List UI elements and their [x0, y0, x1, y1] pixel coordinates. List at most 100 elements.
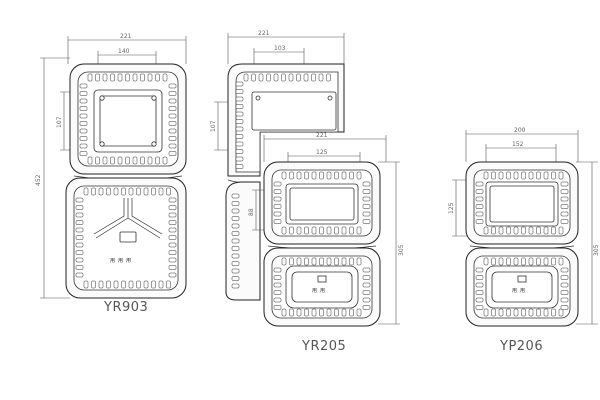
- container-rib: [362, 305, 371, 310]
- yr205-height-dimension: 305: [378, 161, 405, 325]
- yr903-compartment-divider-edge: [93, 198, 163, 235]
- container-rib: [475, 189, 484, 194]
- container-rib: [79, 91, 88, 96]
- yp206-base-ribs: [475, 257, 569, 317]
- container-rib: [560, 219, 569, 224]
- container-rib: [273, 305, 282, 310]
- container-rib: [231, 193, 240, 199]
- container-rib: [151, 187, 156, 196]
- container-rib: [231, 216, 240, 221]
- container-rib: [168, 106, 177, 111]
- container-rib: [162, 73, 168, 82]
- container-rib: [231, 223, 240, 229]
- container-rib: [79, 143, 88, 149]
- container-rib: [231, 208, 240, 214]
- container-rib: [356, 171, 362, 180]
- container-rib: [235, 119, 244, 124]
- container-rib: [79, 113, 88, 119]
- container-rib: [498, 257, 504, 266]
- yp206-model-label: YP206: [499, 339, 543, 354]
- container-rib: [349, 171, 354, 180]
- yp206-width-value: 200: [514, 127, 526, 134]
- partial-lid-post: [255, 95, 261, 101]
- container-rib: [311, 171, 317, 180]
- container-rib: [551, 226, 556, 235]
- container-rib: [341, 226, 347, 235]
- container-rib: [303, 73, 309, 82]
- container-rib: [251, 73, 256, 82]
- container-rib: [506, 226, 511, 235]
- container-rib: [491, 308, 496, 317]
- container-rib: [136, 280, 141, 289]
- yr903-lid-post: [99, 95, 105, 101]
- container-rib: [231, 261, 240, 266]
- container-rib: [319, 308, 324, 317]
- container-rib: [483, 226, 489, 235]
- container-rib: [273, 211, 282, 217]
- container-rib: [117, 73, 123, 82]
- container-rib: [79, 121, 88, 126]
- container-rib: [551, 308, 556, 317]
- container-rib: [75, 272, 84, 278]
- container-rib: [498, 171, 504, 180]
- container-rib: [362, 290, 371, 295]
- container-rib: [168, 250, 177, 255]
- container-rib: [334, 308, 339, 317]
- container-rib: [136, 187, 141, 196]
- yr903-height-dimension: 452: [35, 57, 70, 299]
- container-rib: [475, 275, 484, 280]
- container-rib: [168, 197, 177, 203]
- container-rib: [87, 73, 93, 82]
- container-rib: [560, 297, 569, 303]
- container-rib: [168, 121, 177, 126]
- container-rib: [475, 204, 484, 209]
- yr205-base-marking: 用 用: [312, 288, 325, 294]
- container-rib: [75, 242, 84, 248]
- container-rib: [168, 212, 177, 218]
- container-rib: [558, 226, 564, 235]
- container-rib: [362, 267, 371, 273]
- container-rib: [326, 73, 331, 82]
- container-rib: [304, 171, 309, 180]
- container-rib: [75, 250, 84, 255]
- container-rib: [326, 171, 332, 180]
- container-rib: [558, 171, 564, 180]
- container-rib: [266, 73, 271, 82]
- container-rib: [296, 226, 302, 235]
- container-rib: [319, 257, 324, 266]
- container-rib: [75, 197, 84, 203]
- container-rib: [98, 280, 104, 289]
- container-rib: [168, 265, 177, 270]
- yr205-logo-plate: [317, 275, 327, 283]
- container-rib: [125, 156, 130, 165]
- container-rib: [536, 257, 541, 266]
- container-rib: [289, 308, 294, 317]
- yr903-model-label: YR903: [103, 300, 148, 315]
- partial-lid-post: [327, 95, 333, 101]
- yp206-drawing: 200 152 305 125 用: [448, 127, 600, 354]
- container-rib: [551, 171, 556, 180]
- container-rib: [235, 141, 244, 147]
- yr903-compartment-divider: [95, 198, 161, 239]
- container-rib: [341, 171, 347, 180]
- yr903-lid-panel-inner: [99, 95, 157, 147]
- yp206-lid-panel-inner: [489, 185, 555, 223]
- yr903-drawing: 221 140 452 107: [35, 33, 187, 315]
- container-rib: [91, 280, 96, 289]
- container-rib: [356, 226, 362, 235]
- container-rib: [168, 113, 177, 119]
- container-rib: [334, 171, 339, 180]
- container-rib: [281, 226, 287, 235]
- container-rib: [168, 220, 177, 225]
- container-rib: [498, 226, 504, 235]
- container-rib: [536, 308, 541, 317]
- yr903-lid-ribs: [79, 73, 177, 165]
- container-rib: [273, 282, 282, 288]
- container-rib: [296, 171, 302, 180]
- container-rib: [296, 257, 302, 266]
- container-rib: [528, 308, 534, 317]
- container-rib: [304, 257, 309, 266]
- container-rib: [273, 189, 282, 194]
- container-rib: [168, 242, 177, 248]
